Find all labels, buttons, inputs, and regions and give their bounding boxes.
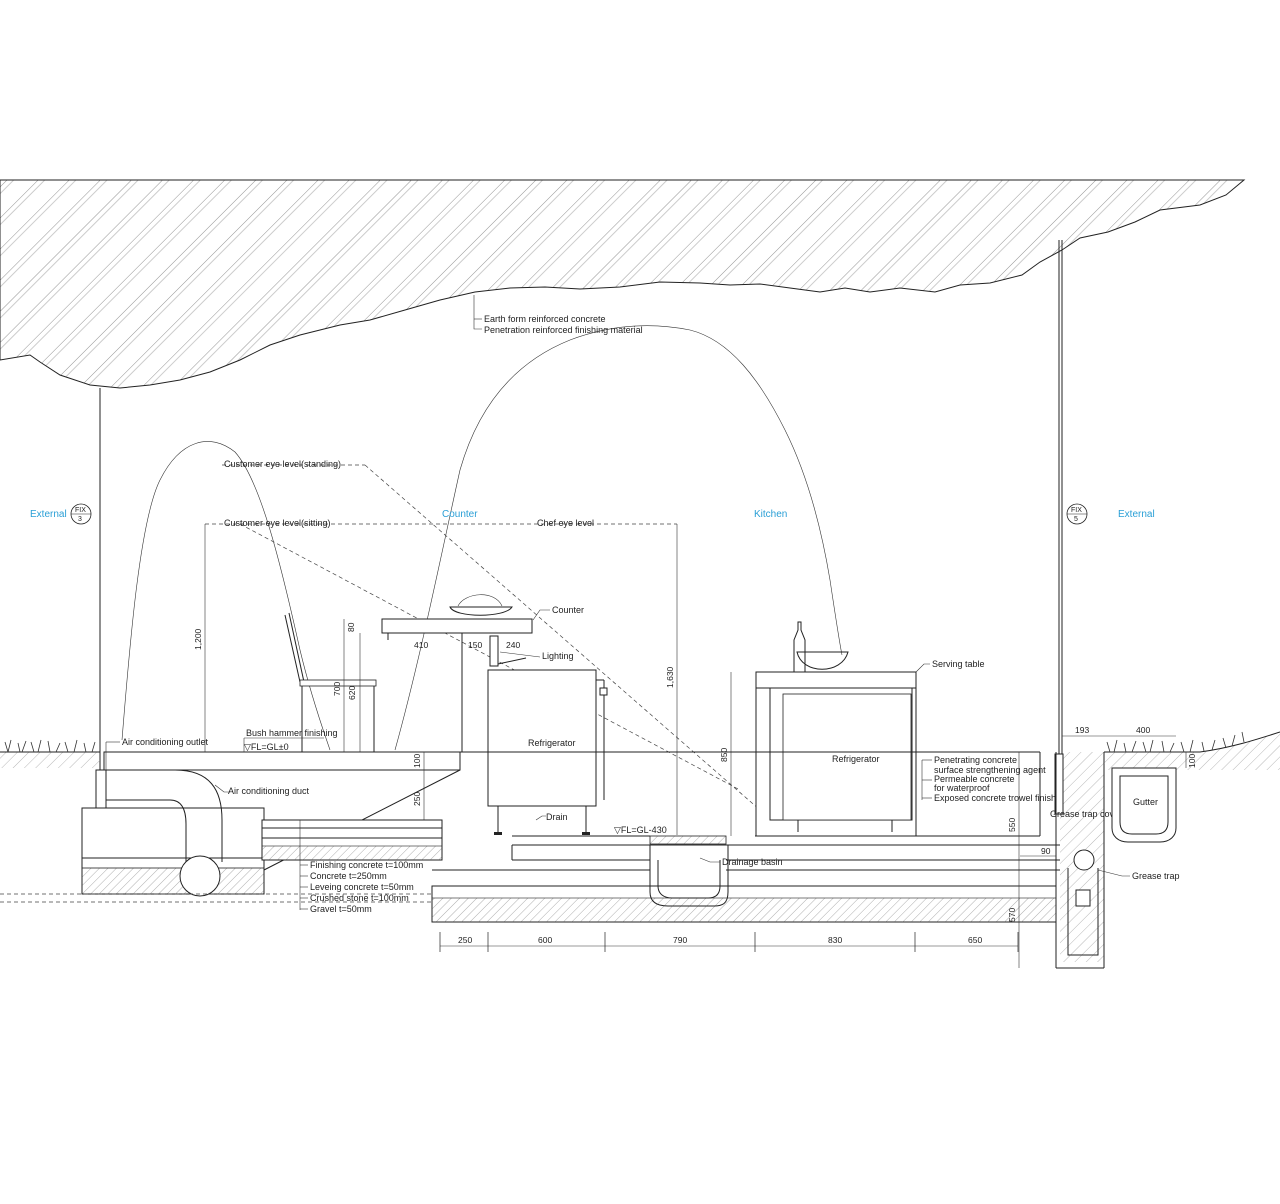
drain-leader [535, 815, 546, 821]
svg-text:Leveing concrete t=50mm: Leveing concrete t=50mm [310, 882, 414, 892]
svg-text:Finishing concrete t=100mm: Finishing concrete t=100mm [310, 860, 423, 870]
drain-grate [649, 835, 727, 845]
dim-410: 410 [414, 640, 428, 650]
svg-text:Gravel t=50mm: Gravel t=50mm [310, 904, 372, 914]
air-outlet [95, 769, 107, 809]
svg-text:surface strengthening agent: surface strengthening agent [934, 765, 1046, 775]
ground-right [1104, 732, 1280, 770]
label-earth-form: Earth form reinforced concrete [484, 314, 606, 324]
dim-620: 620 [347, 686, 357, 700]
roof-shell [0, 179, 1246, 389]
lighting-fixture [489, 635, 499, 667]
svg-text:FIX: FIX [75, 507, 86, 514]
dim-150: 150 [468, 640, 482, 650]
svg-text:3: 3 [78, 516, 82, 523]
duct-pipe [179, 855, 221, 897]
dim-550: 550 [1007, 818, 1017, 832]
svg-text:Exposed concrete trowel finish: Exposed concrete trowel finish [934, 793, 1056, 803]
label-drain: Drain [546, 812, 568, 822]
dim-bottom-790: 790 [673, 935, 687, 945]
label-lighting: Lighting [542, 651, 574, 661]
dim-193: 193 [1075, 725, 1089, 735]
refrigerator-left [487, 669, 608, 835]
dim-850: 850 [719, 748, 729, 762]
dim-1630: 1,630 [665, 666, 675, 688]
label-gutter: Gutter [1133, 797, 1158, 807]
grass-left [4, 739, 96, 753]
label-refrigerator-left: Refrigerator [528, 738, 576, 748]
grease-trap-box [1067, 868, 1099, 956]
counter-leader [532, 609, 550, 621]
counter-top [381, 618, 533, 634]
svg-text:Permeable concrete: Permeable concrete [934, 774, 1015, 784]
dim-400: 400 [1136, 725, 1150, 735]
layer-labels: Finishing concrete t=100mm Concrete t=25… [300, 860, 423, 914]
zone-external-left: External [30, 509, 67, 520]
dim-90: 90 [1041, 846, 1051, 856]
zone-counter: Counter [442, 509, 478, 520]
label-penetration: Penetration reinforced finishing materia… [484, 325, 643, 335]
fix-marker-right: FIX 5 [1066, 503, 1088, 525]
svg-text:FIX: FIX [1071, 507, 1082, 514]
dome-outline-middle [394, 325, 843, 751]
label-counter: Counter [552, 605, 584, 615]
drainage-basin [649, 845, 729, 907]
label-fl-gl430: ▽FL=GL-430 [614, 825, 667, 835]
svg-text:Concrete t=250mm: Concrete t=250mm [310, 871, 387, 881]
label-drainage-basin: Drainage basin [722, 857, 783, 867]
bottle [793, 621, 806, 673]
label-fl-gl0: ▽FL=GL±0 [244, 742, 289, 752]
dim-bottom-600: 600 [538, 935, 552, 945]
grease-trap-cover [1054, 753, 1064, 815]
dim-bottom-650: 650 [968, 935, 982, 945]
svg-text:5: 5 [1074, 516, 1078, 523]
serving-table-leader [915, 663, 930, 673]
svg-text:for waterproof: for waterproof [934, 783, 990, 793]
material-labels: Penetrating concrete surface strengtheni… [922, 755, 1056, 803]
bowl [449, 606, 513, 616]
grease-trap-pipe [1073, 849, 1095, 871]
dim-100c: 100 [1187, 754, 1197, 768]
label-chef-eye: Chef eye level [537, 518, 594, 528]
dim-100a: 100 [412, 754, 422, 768]
grass-right [1106, 731, 1245, 753]
gutter [1111, 767, 1177, 843]
dim-250: 250 [412, 792, 422, 806]
zone-external-right: External [1118, 509, 1155, 520]
roof-leader [473, 295, 482, 330]
label-eye-sitting: Customer eye level(sitting) [224, 518, 331, 528]
label-serving-table: Serving table [932, 659, 985, 669]
fix-marker-left: FIX 3 [70, 503, 92, 525]
dim-240: 240 [506, 640, 520, 650]
zone-kitchen: Kitchen [754, 509, 787, 520]
label-eye-standing: Customer eye level(standing) [224, 459, 341, 469]
dim-bottom-830: 830 [828, 935, 842, 945]
label-bush-hammer: Bush hammer finishing [246, 728, 338, 738]
dim-bottom-250: 250 [458, 935, 472, 945]
label-refrigerator-right: Refrigerator [832, 754, 880, 764]
dim-700: 700 [332, 682, 342, 696]
dim-80: 80 [346, 622, 356, 632]
label-air-duct: Air conditioning duct [228, 786, 310, 796]
dim-570: 570 [1007, 908, 1017, 922]
dim-1200: 1,200 [193, 628, 203, 650]
serving-bowl [796, 651, 849, 670]
floor-slab-upper [103, 751, 461, 771]
dome-outline-left [121, 441, 331, 751]
chair [284, 612, 377, 752]
label-air-outlet: Air conditioning outlet [122, 737, 209, 747]
label-grease-trap-cover: Grease trap cover [1050, 809, 1122, 819]
refrigerator-right [755, 671, 917, 837]
ground-left [0, 752, 100, 768]
svg-text:Crushed stone t=100mm: Crushed stone t=100mm [310, 893, 409, 903]
label-grease-trap: Grease trap [1132, 871, 1180, 881]
svg-text:Penetrating concrete: Penetrating concrete [934, 755, 1017, 765]
